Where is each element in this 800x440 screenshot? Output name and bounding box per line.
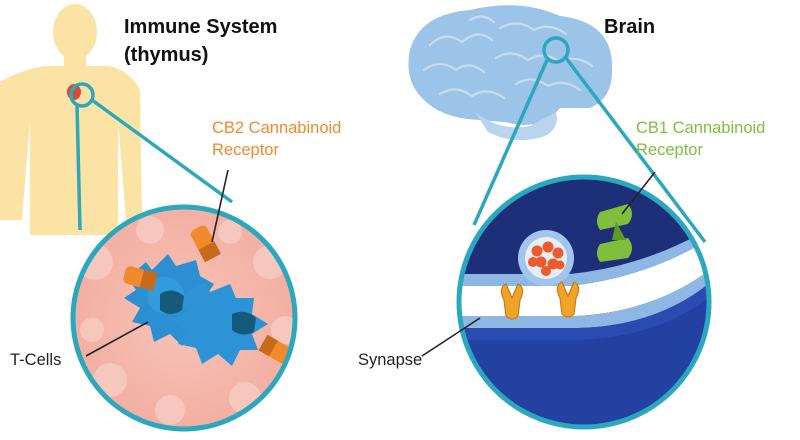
tcells-label: T-Cells <box>10 351 62 369</box>
cb1-receptor-label-line1: CB1 Cannabinoid <box>636 119 766 137</box>
thymus-subtitle: (thymus) <box>124 44 209 66</box>
cb2-receptor-markers <box>123 225 292 364</box>
label-pointer-lines <box>85 169 656 357</box>
cb2-pointer-line <box>211 169 229 243</box>
immune-system-title: Immune System <box>124 16 278 38</box>
cb1-receptor-markers <box>597 204 632 262</box>
thymus-magnifier-ring <box>69 82 95 108</box>
postsynaptic-receptors <box>500 281 580 320</box>
cb1-pointer-line <box>621 171 656 215</box>
tcells-pointer-line <box>85 321 149 357</box>
tcell-zoom-view <box>70 204 298 432</box>
brain-title: Brain <box>604 16 656 38</box>
immune-magnifier-cone <box>75 98 234 231</box>
neurotransmitter-cluster <box>528 241 565 276</box>
human-body-silhouette <box>0 4 142 235</box>
brain-magnifier-cone <box>472 56 707 244</box>
brain-illustration <box>408 5 613 141</box>
cb2-receptor-label-line2: Receptor <box>212 141 279 159</box>
synapse-pointer-line <box>421 317 481 357</box>
brain-magnifier-ring <box>542 36 570 64</box>
synapse-label: Synapse <box>358 351 423 369</box>
cb1-receptor-label-line2: Receptor <box>636 141 703 159</box>
cb2-receptor-label-line1: CB2 Cannabinoid <box>212 119 342 137</box>
synapse-zoom-view <box>456 174 712 430</box>
